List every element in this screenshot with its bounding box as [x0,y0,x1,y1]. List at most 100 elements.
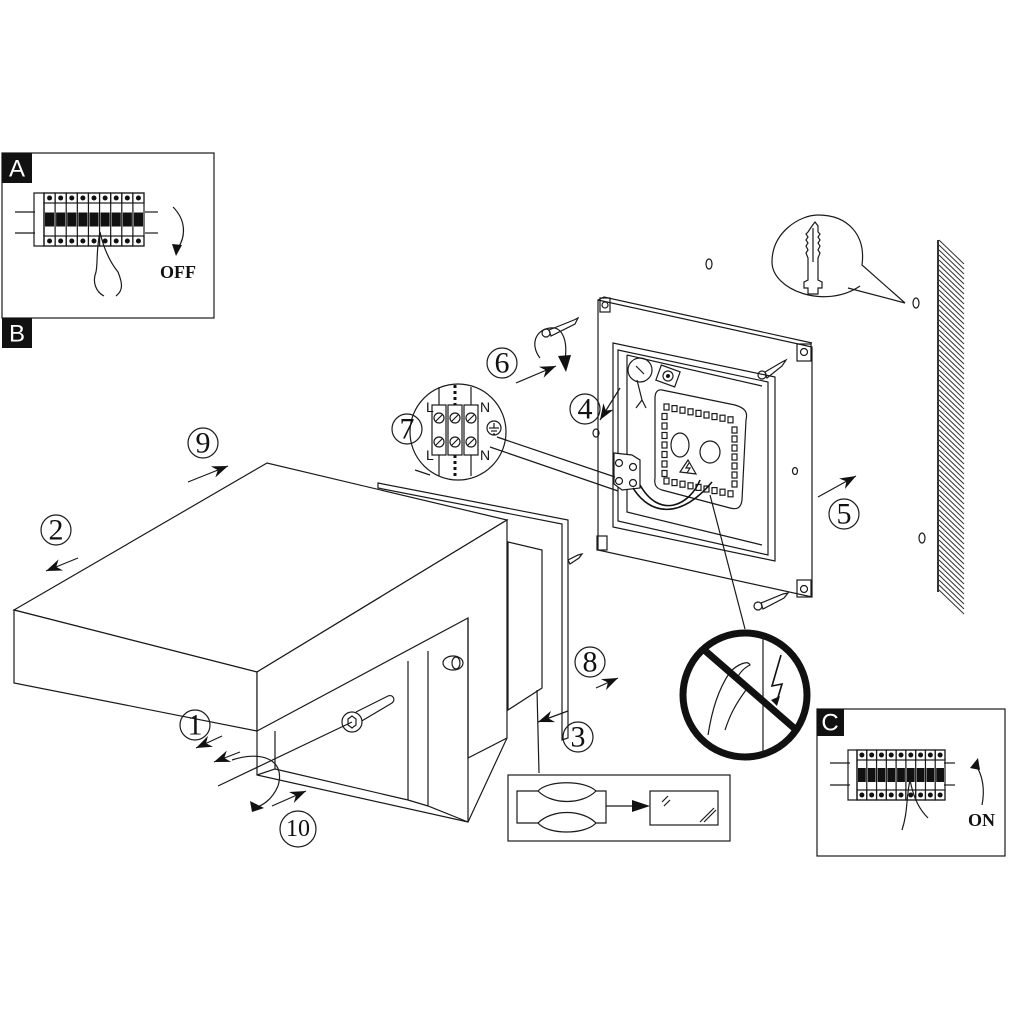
breaker-switch [67,212,77,227]
curved-arrow-up-icon [974,763,984,806]
arrow-step-1b-icon [213,750,241,763]
screw [567,553,584,565]
screw [753,592,790,611]
glass-panel-callout [507,774,731,842]
hand-icon [93,231,123,297]
panel-c-letter: C [821,710,838,737]
breaker-switch [56,212,66,227]
breaker-switch [877,768,886,782]
arrow-step-3-icon [537,710,569,723]
step-label-7: 7 [391,413,423,446]
arrow-step-5-icon [817,475,857,498]
step-label-3: 3 [562,721,594,754]
svg-text:10: 10 [286,816,310,842]
panel-c-frame [816,708,1006,857]
arrow-step-9-icon [187,465,229,483]
terminal-live-label-top: L [426,399,434,415]
panel-a-switch-off: A OFF [1,152,215,319]
step-label-1: 1 [179,709,211,742]
arrow-step-8-icon [595,677,619,691]
arrow-step-1-icon [195,735,223,749]
step-label-4: 4 [569,393,601,426]
screw [757,358,788,380]
mounting-hole [442,655,464,671]
svg-text:9: 9 [196,427,211,460]
switch-off-label: OFF [160,262,196,282]
wall-drill-hole [912,297,920,309]
arrow-step-6-icon [515,365,557,384]
svg-text:4: 4 [578,393,593,426]
breaker-terminal-top [934,749,946,761]
panel-b-letter: B [9,321,25,348]
terminal-block-callout: L L N N [409,383,619,492]
rotate-arrow-icon [534,327,567,361]
svg-text:2: 2 [49,514,64,547]
step-label-9: 9 [187,427,219,460]
panel-c-tag [817,709,844,736]
wall-drill-hole [918,532,926,544]
panel-b-tag [2,318,32,348]
terminal-neutral-label-top: N [480,399,490,415]
junction-box-frame [612,342,776,562]
glass-panel-icon [649,790,719,826]
mounting-plate [592,296,813,598]
breaker-switch [122,212,132,227]
svg-text:7: 7 [400,413,415,446]
wires [632,479,713,511]
arrow-step-10-icon [271,790,307,807]
wall-anchor-plug-icon [771,214,906,304]
svg-text:3: 3 [571,721,586,754]
lamp-body [12,462,569,823]
glass-clip-icon [516,782,607,833]
breaker-switch [45,212,55,227]
curved-arrow-down-icon [172,206,184,249]
breaker-switch [111,212,121,227]
hex-bolt [341,695,395,733]
breaker-switch [906,768,915,782]
svg-text:5: 5 [837,498,852,531]
breaker-switch [867,768,876,782]
breaker-switch [858,768,866,782]
breaker-terminal-bottom [934,789,946,801]
breaker-switch [916,768,925,782]
hand-icon [901,779,929,831]
panel-b: B [2,318,32,348]
terminal-live-label-bottom: L [426,447,434,463]
svg-text:8: 8 [583,646,598,679]
breaker-switch [936,768,944,782]
svg-text:1: 1 [188,709,203,742]
breaker-switch [897,768,905,782]
panel-a-tag [2,153,32,183]
breaker-terminal-top [132,192,145,204]
step-label-5: 5 [828,498,860,531]
breaker-switch [100,212,110,227]
arrow-right-icon [632,800,650,812]
step-label-10: 10 [279,810,317,848]
breaker-switch [133,212,143,227]
earth-ground-icon [486,420,502,436]
circuit-breaker-panel-icon [15,192,158,247]
no-touch-electric-hazard-icon [679,494,811,761]
breaker-switch [78,212,88,227]
gear-icon [655,364,681,388]
step-label-6: 6 [486,347,518,380]
breaker-switch [887,768,896,782]
breaker-switch [89,212,99,227]
panel-a-frame [1,152,215,319]
step-label-8: 8 [574,646,606,679]
step-label-2: 2 [40,514,72,547]
breaker-switch [926,768,935,782]
wall [705,239,965,615]
terminal-neutral-label-bottom: N [480,447,490,463]
breaker-terminal-bottom [132,235,145,247]
arrow-step-4-icon [599,387,621,421]
circuit-breaker-panel-icon [830,749,955,801]
ground-screw-icon [627,357,653,383]
step-arrows [45,365,857,807]
rotate-arrow-icon [231,755,281,809]
arrow-step-2-icon [45,557,79,572]
switch-on-label: ON [968,810,995,830]
panel-a-letter: A [9,156,25,183]
svg-text:6: 6 [495,347,510,380]
